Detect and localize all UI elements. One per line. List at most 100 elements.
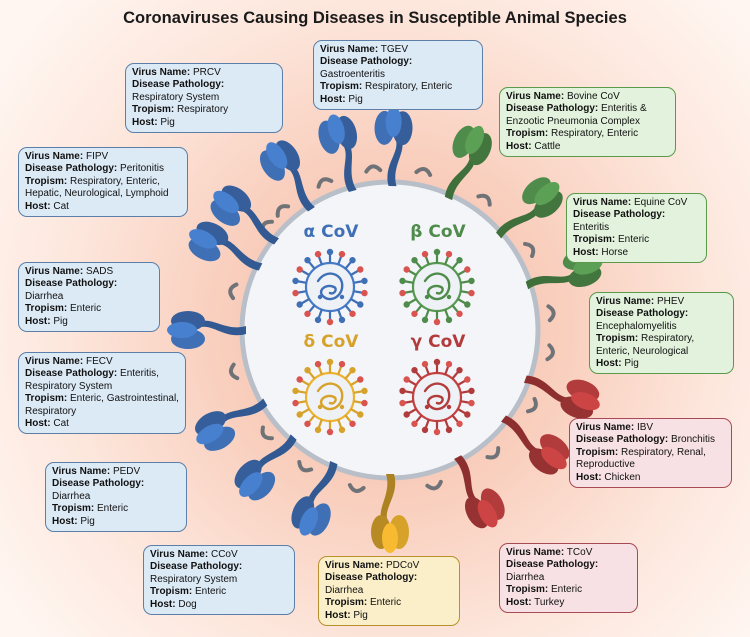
membrane-receptor bbox=[316, 177, 334, 189]
virus-name: PHEV bbox=[656, 296, 685, 307]
membrane-receptor bbox=[525, 396, 538, 414]
virus-name: TGEV bbox=[380, 44, 409, 55]
virus-tropism: Enteric bbox=[370, 597, 402, 609]
spike-protein-alpha bbox=[167, 311, 246, 349]
virus-name: PRCV bbox=[192, 67, 221, 78]
virus-name: SADS bbox=[85, 266, 114, 277]
virus-tropism: Respiratory, Enteric bbox=[551, 128, 639, 140]
virus-card-bovine-cov: Virus Name: Bovine CoV Disease Pathology… bbox=[499, 87, 676, 158]
virus-name: Bovine CoV bbox=[566, 91, 620, 102]
spike-protein-alpha bbox=[188, 221, 263, 271]
virus-host: Pig bbox=[53, 315, 68, 327]
virus-card-pedv: Virus Name: PEDV Disease Pathology: Diar… bbox=[45, 462, 187, 533]
virus-host: Pig bbox=[80, 515, 95, 527]
virus-tropism: Respiratory, Enteric bbox=[365, 81, 453, 93]
genus-label-gamma: γ CoV bbox=[411, 332, 467, 352]
genus-label-delta: δ CoV bbox=[304, 332, 360, 352]
spike-protein-beta bbox=[444, 125, 492, 201]
virus-tropism: Respiratory bbox=[177, 104, 229, 116]
virus-pathology: Respiratory System bbox=[132, 91, 220, 103]
virus-pathology: Diarrhea bbox=[25, 290, 64, 302]
virus-pathology: Enteritis, Respiratory System bbox=[25, 368, 159, 392]
diagram-title: Coronaviruses Causing Diseases in Suscep… bbox=[123, 9, 627, 27]
virus-card-fipv: Virus Name: FIPV Disease Pathology: Peri… bbox=[18, 147, 188, 218]
spike-group bbox=[167, 107, 603, 553]
membrane-receptor bbox=[297, 459, 314, 473]
membrane-receptor bbox=[476, 193, 492, 207]
virus-card-phev: Virus Name: PHEV Disease Pathology: Ence… bbox=[589, 292, 734, 375]
genus-label-alpha: α CoV bbox=[304, 222, 360, 242]
membrane-receptor bbox=[545, 343, 555, 362]
virus-host: Cattle bbox=[534, 140, 561, 152]
virus-host: Dog bbox=[178, 598, 197, 610]
virus-host: Chicken bbox=[604, 471, 641, 483]
virus-card-ccov: Virus Name: CCoV Disease Pathology: Resp… bbox=[143, 545, 295, 616]
genus-label-beta: β CoV bbox=[410, 222, 466, 242]
virus-pathology: Diarrhea bbox=[52, 490, 91, 502]
spike-protein-alpha bbox=[318, 114, 358, 192]
membrane-receptor bbox=[414, 167, 433, 177]
membrane-receptor bbox=[546, 304, 556, 323]
virus-pathology: Enteritis & Enzootic Pneumonia Complex bbox=[506, 103, 647, 127]
virus-card-pdcov: Virus Name: PDCoV Disease Pathology: Dia… bbox=[318, 556, 460, 627]
virus-name: PEDV bbox=[112, 466, 141, 477]
virus-card-prcv: Virus Name: PRCV Disease Pathology: Resp… bbox=[125, 63, 283, 134]
virus-tropism: Enteric bbox=[551, 584, 583, 596]
mini-virion-delta bbox=[292, 358, 368, 436]
virus-card-ibv: Virus Name: IBV Disease Pathology: Bronc… bbox=[569, 418, 732, 489]
virus-pathology: Diarrhea bbox=[506, 571, 545, 583]
virus-host: Pig bbox=[353, 609, 368, 621]
spike-protein-alpha bbox=[234, 434, 297, 501]
mini-virion-group bbox=[292, 248, 475, 436]
virus-card-tcov: Virus Name: TCoV Disease Pathology: Diar… bbox=[499, 543, 638, 614]
virus-card-tgev: Virus Name: TGEV Disease Pathology: Gast… bbox=[313, 40, 483, 111]
virus-pathology: Bronchitis bbox=[671, 434, 715, 446]
virus-tropism: Respiratory, Enteric, Neurological bbox=[596, 333, 695, 357]
mini-virion-beta bbox=[399, 248, 475, 326]
membrane-receptor bbox=[275, 204, 291, 218]
virus-pathology: Respiratory System bbox=[150, 573, 238, 585]
virus-tropism: Enteric bbox=[618, 234, 650, 246]
virus-card-sads: Virus Name: SADS Disease Pathology: Diar… bbox=[18, 262, 160, 333]
membrane-receptor bbox=[347, 483, 366, 493]
virus-pathology: Encephalomyelitis bbox=[596, 320, 677, 332]
virus-tropism: Respiratory, Enteric, Hepatic, Neurologi… bbox=[25, 175, 169, 200]
spike-protein-gamma bbox=[501, 415, 570, 475]
virus-name: Equine CoV bbox=[633, 197, 688, 208]
membrane-receptor bbox=[228, 282, 239, 301]
membrane-receptor bbox=[228, 362, 240, 381]
virus-pathology: Enteritis bbox=[573, 221, 610, 233]
virus-host: Pig bbox=[624, 358, 639, 370]
virus-host: Pig bbox=[160, 116, 175, 128]
virus-tropism: Enteric, Gastrointestinal, Respiratory bbox=[25, 393, 179, 417]
virus-name: IBV bbox=[636, 422, 654, 433]
spike-protein-beta bbox=[496, 177, 563, 239]
membrane-receptor bbox=[523, 241, 536, 259]
virus-tropism: Enteric bbox=[70, 303, 102, 315]
spike-protein-alpha bbox=[291, 460, 338, 536]
virus-card-equine-cov: Virus Name: Equine CoV Disease Pathology… bbox=[566, 193, 707, 264]
virus-host: Turkey bbox=[534, 596, 565, 608]
virus-tropism: Respiratory, Renal, Reproductive bbox=[576, 446, 706, 471]
virus-host: Cat bbox=[53, 200, 69, 212]
spike-protein-gamma bbox=[523, 375, 600, 419]
membrane-receptor bbox=[260, 425, 274, 441]
membrane-receptor bbox=[485, 446, 501, 460]
virus-name: FECV bbox=[85, 356, 113, 367]
receptor-group bbox=[228, 164, 556, 493]
membrane-receptor bbox=[425, 479, 443, 491]
virus-host: Cat bbox=[53, 418, 69, 430]
virus-name: FIPV bbox=[85, 151, 109, 162]
virus-pathology: Gastroenteritis bbox=[320, 68, 386, 80]
virus-name: PDCoV bbox=[385, 560, 420, 571]
spike-protein-alpha bbox=[195, 398, 268, 451]
spike-protein-alpha bbox=[259, 140, 315, 212]
spike-protein-alpha bbox=[374, 107, 413, 187]
virion-body bbox=[239, 179, 541, 481]
spike-protein-delta bbox=[371, 474, 409, 553]
virus-card-fecv: Virus Name: FECV Disease Pathology: Ente… bbox=[18, 352, 186, 435]
virus-tropism: Enteric bbox=[97, 503, 129, 515]
virus-pathology: Peritonitis bbox=[120, 163, 164, 175]
